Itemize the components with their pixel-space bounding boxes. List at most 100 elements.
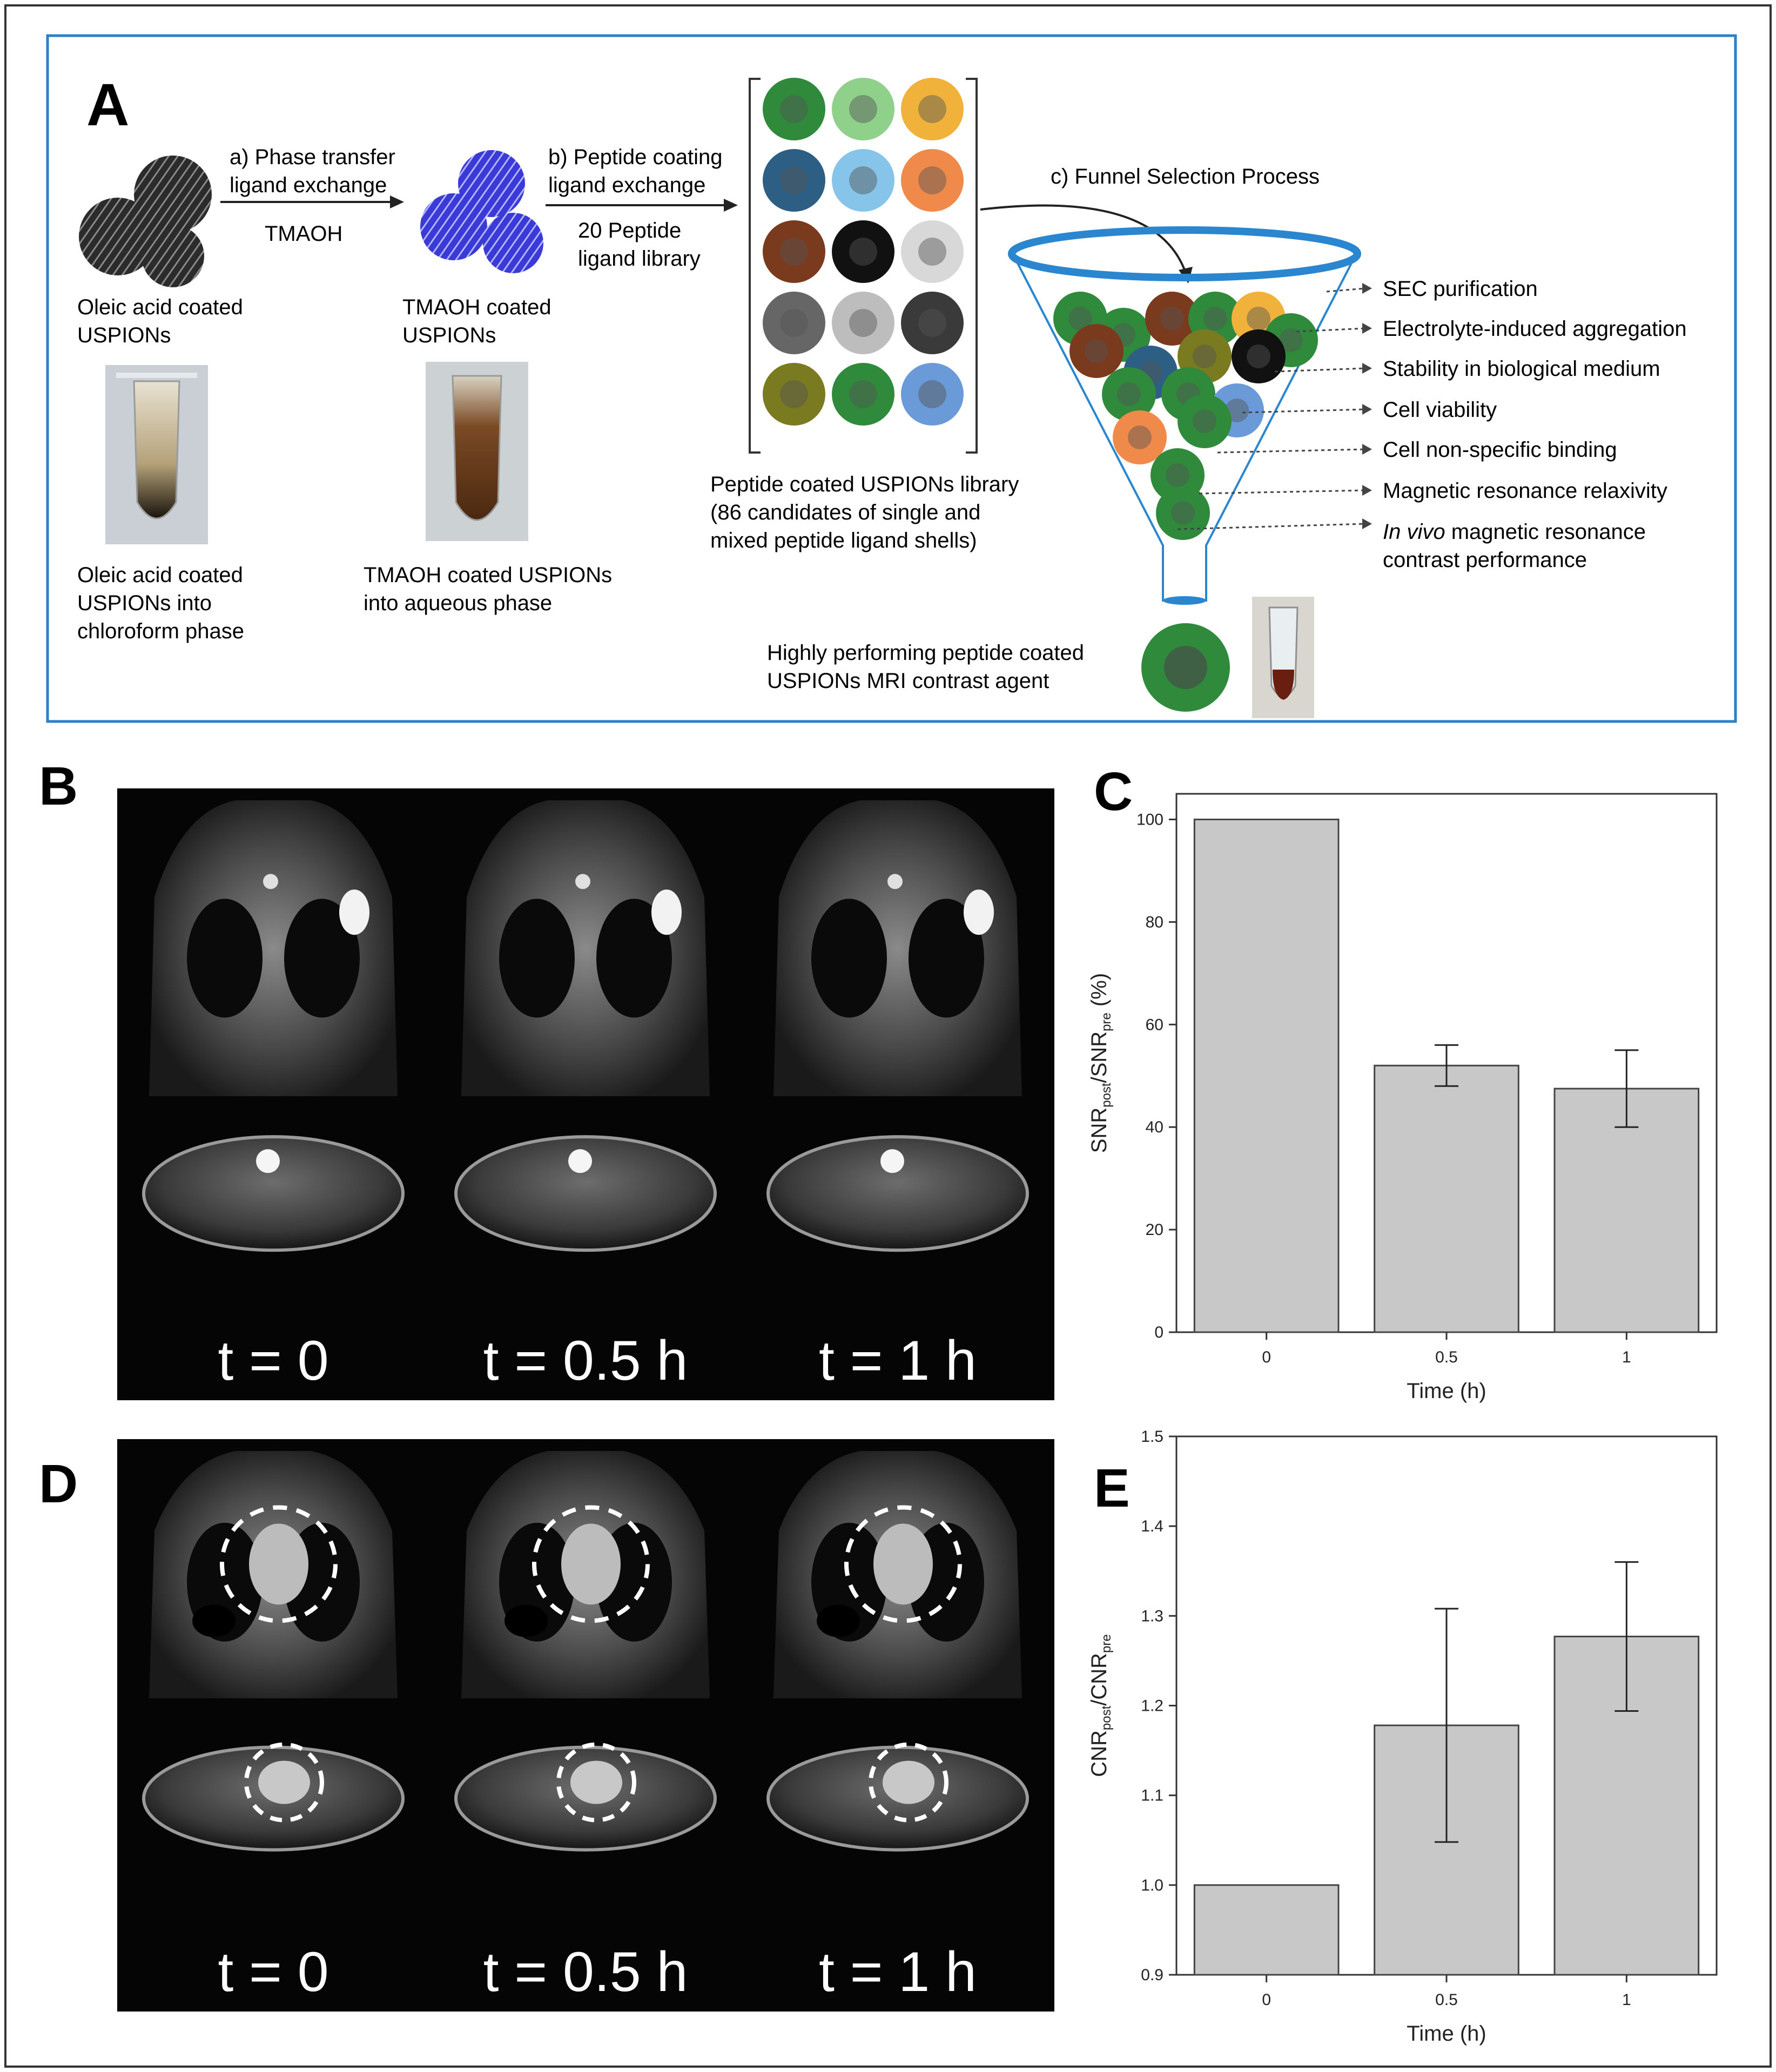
y-tick-label: 1.0 (1141, 1877, 1163, 1894)
tumor-outline-circle (244, 1742, 324, 1823)
arrow-head (724, 199, 738, 212)
library-particle (901, 220, 964, 283)
library-particle-core (849, 309, 877, 337)
tumor-region (873, 1523, 933, 1605)
funnel-particle-core (1279, 328, 1303, 352)
oleic-particle (79, 198, 157, 275)
funnel-particle-core (1166, 463, 1189, 487)
y-tick-label: 80 (1146, 913, 1163, 931)
funnel-step-arrow (1362, 323, 1372, 334)
tumor-outline-circle (532, 1505, 650, 1623)
library-particle-core (918, 309, 946, 337)
funnel-particle-core (1128, 426, 1152, 449)
bar (1553, 1088, 1700, 1333)
funnel-step-connector (1242, 408, 1366, 414)
funnel-particle (1113, 410, 1167, 464)
y-axis-label: CNRpost/CNRpre (1087, 1634, 1114, 1777)
library-particle-core (780, 380, 808, 408)
funnel-particle-core (1171, 501, 1195, 525)
lung-region (284, 899, 360, 1018)
panel-label-c: C (1094, 761, 1133, 822)
tmaoh-particle (458, 150, 525, 217)
funnel-particle-core (1247, 307, 1270, 330)
funnel-particle (1145, 292, 1199, 346)
funnel-particle (1178, 394, 1232, 448)
x-tick-label: 1 (1622, 1991, 1631, 2009)
panel-label-b: B (39, 756, 78, 816)
lung-region (499, 899, 575, 1018)
lung-region (811, 899, 887, 1018)
library-particle (901, 292, 964, 354)
funnel-step: Cell viability (1383, 398, 1497, 422)
library-bracket-right (966, 78, 978, 454)
library-particle-core (780, 309, 808, 337)
tumor-outline-circle (869, 1742, 948, 1823)
library-particle (901, 149, 964, 212)
y-tick-label: 100 (1136, 811, 1163, 828)
funnel-particle-core (1068, 307, 1092, 330)
step-a-label: a) Phase transfer ligand exchange (230, 145, 401, 197)
funnel-step: SEC purification (1383, 277, 1538, 301)
time-point-label: t = 1 h (819, 1329, 977, 1392)
x-axis-label: Time (h) (1407, 2022, 1486, 2046)
tumor-outline-circle (220, 1505, 338, 1623)
funnel-step-connector (1199, 489, 1366, 495)
library-particle (763, 363, 825, 426)
coronal-mri-slice (773, 800, 1022, 1096)
x-tick-label: 0.5 (1435, 1991, 1458, 2009)
y-tick-label: 1.2 (1141, 1697, 1163, 1715)
oleic-uspion-particles (79, 156, 212, 287)
library-particle (832, 363, 894, 426)
tumor-region (570, 1760, 622, 1804)
bar (1374, 1064, 1519, 1333)
library-particle (901, 78, 964, 140)
funnel-particle-core (1193, 345, 1216, 368)
funnel-step-arrow (1362, 485, 1372, 496)
tumor-outline-circle (844, 1505, 962, 1623)
lung-region (596, 899, 672, 1018)
time-point-label: t = 0 (218, 1941, 328, 2003)
bright-spot (887, 874, 903, 889)
y-tick-label: 0.9 (1141, 1966, 1163, 1984)
x-tick-label: 0 (1262, 1348, 1271, 1366)
y-tick-label: 0 (1154, 1324, 1163, 1341)
tmaoh-label: TMAOH coated USPIONs (402, 295, 557, 347)
y-tick-label: 1.3 (1141, 1607, 1163, 1625)
y-tick-label: 40 (1146, 1118, 1163, 1136)
library-particle-core (849, 166, 877, 194)
outer-border (4, 4, 1772, 2068)
tumor-region (883, 1760, 934, 1804)
library-particle (763, 149, 825, 212)
funnel-step: Electrolyte-induced aggregation (1383, 317, 1687, 341)
oleic-label: Oleic acid coated USPIONs (77, 295, 249, 347)
funnel-particle-core (1247, 345, 1270, 368)
funnel-step-arrow (1362, 518, 1372, 529)
funnel-particle-core (1085, 339, 1108, 363)
library-particle-core (780, 166, 808, 194)
peptide-library-grid (763, 78, 964, 426)
tumor-outline-circle (556, 1742, 636, 1823)
bright-spot (339, 889, 369, 935)
air-region (504, 1604, 548, 1637)
library-particle (763, 292, 825, 354)
bright-spot (651, 889, 682, 935)
library-particle (832, 149, 894, 212)
y-tick-label: 1.5 (1141, 1428, 1163, 1446)
axial-mri-slice (142, 1135, 405, 1252)
time-point-label: t = 1 h (819, 1941, 977, 2003)
library-particle-core (918, 95, 946, 123)
funnel-particle (1156, 486, 1210, 540)
x-tick-label: 0 (1262, 1991, 1271, 2009)
funnel-particle (1102, 367, 1156, 421)
panel-a-frame (46, 34, 1737, 723)
library-particle (832, 220, 894, 283)
funnel-step-arrow (1362, 283, 1372, 294)
y-tick-label: 1.1 (1141, 1787, 1163, 1805)
funnel-particle (1232, 329, 1286, 383)
library-particle (832, 78, 894, 140)
air-region (817, 1604, 860, 1637)
